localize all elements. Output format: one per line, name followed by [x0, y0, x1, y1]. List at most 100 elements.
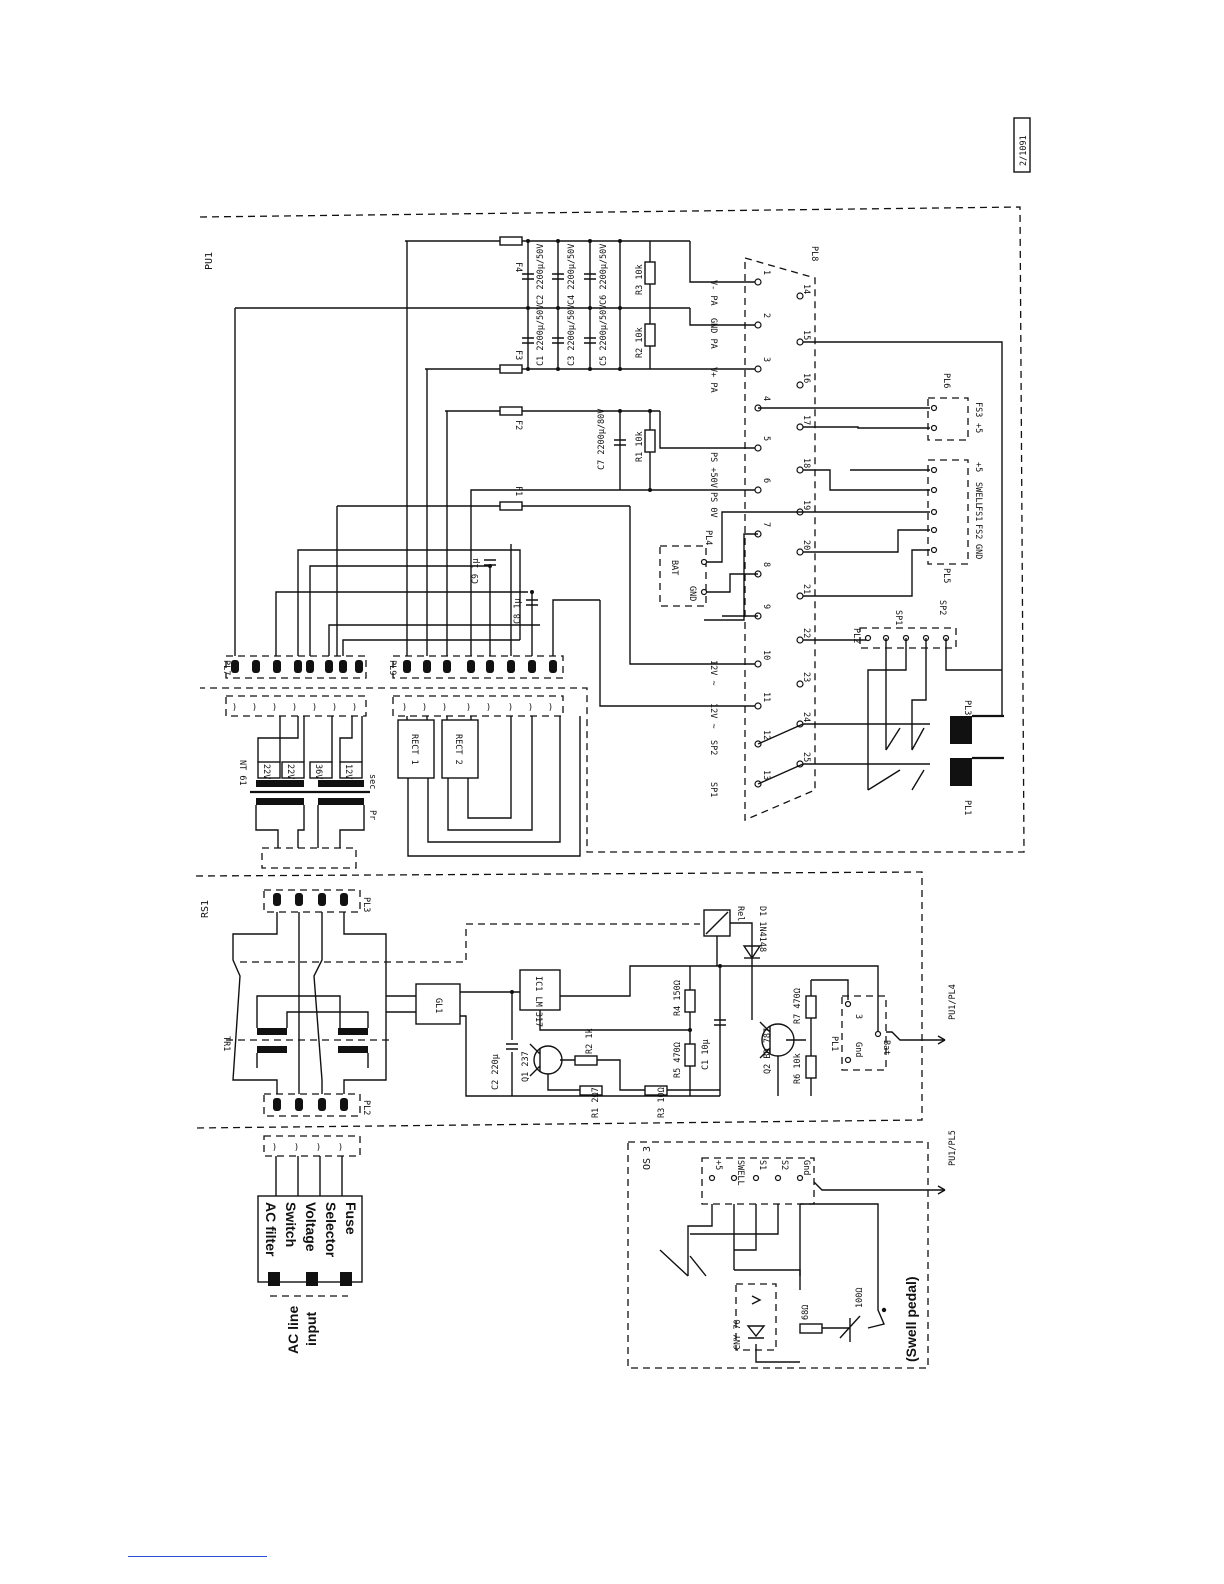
bleeder-resistors: R3 10k R2 10k R1 10k C7 2200µ/80V: [597, 241, 656, 492]
ac-line-input-1: AC line: [285, 1306, 301, 1354]
jack-pl3: [950, 716, 972, 744]
supply-to-pl8-wires: [599, 241, 755, 707]
net-ps-0v: PS 0V: [708, 492, 718, 518]
transformer-nt61: 22V 22V 36V 12V NT 61 Pr sec: [237, 716, 377, 869]
os3-68r-label: 68Ω: [801, 1305, 811, 1320]
pl5-connector: PL5 +5 SWELL FS1 FS2 GND: [927, 459, 983, 583]
ac-block-line-1: AC filter: [263, 1202, 279, 1257]
pl8-pin-1: 1: [761, 270, 771, 275]
pl1-pin-3: 3: [853, 1014, 863, 1019]
relay-section: Rel D1 1N4148: [703, 906, 767, 966]
pl1-pin-gnd: Gnd: [853, 1042, 863, 1057]
reference-label: 2/1091: [1019, 135, 1029, 166]
pl7-label: PL7: [221, 660, 231, 675]
cny70-label: CNY 70: [733, 1319, 743, 1350]
rs1-pl1-connector: PL1 Gnd 3 Bat PU1/PL4: [829, 984, 958, 1071]
reference-box: 2/1091: [1013, 117, 1031, 173]
res-r2-label: R2 10k: [635, 327, 645, 358]
pl5-label: PL5: [941, 568, 951, 583]
q2-label: Q2 BD 787: [763, 1028, 773, 1074]
svg-text:): ): [466, 703, 471, 713]
pl8-pin-12: 12: [761, 730, 771, 740]
pl6-pin-fs3: FS3: [973, 402, 983, 417]
svg-text:): ): [292, 703, 297, 713]
svg-text:): ): [272, 703, 277, 713]
pl4-label: PL4: [703, 530, 713, 545]
os3-label: OS 3: [642, 1146, 653, 1170]
swell-pedal-label: (Swell pedal): [903, 1276, 919, 1362]
pl5-pin-fs2: FS2: [973, 524, 983, 539]
relay-label: Rel: [735, 906, 745, 921]
os3-pin-s2: S2: [779, 1160, 789, 1170]
ac-block-line-3: Voltage: [303, 1202, 319, 1252]
pl9-connector: PL9: [387, 655, 564, 679]
rs1-r1-label: R1 2Ω7: [591, 1087, 601, 1118]
pl8-pin-11: 11: [761, 692, 771, 702]
pl8-pin-15: 15: [801, 330, 811, 340]
pl5-pin-fs1: FS1: [973, 506, 983, 521]
svg-text:): ): [338, 1143, 343, 1153]
net-sp1: SP1: [708, 782, 718, 797]
pl9-label: PL9: [387, 660, 397, 675]
pl8-pin-17: 17: [801, 415, 811, 425]
svg-text:): ): [352, 703, 357, 713]
pl4-pin-bat: BAT: [669, 560, 679, 575]
rect2-label: RECT 2: [453, 734, 463, 765]
q2-section: Q2 BD 787 R7 470Ω R6 10k: [751, 966, 849, 1096]
rs1-r4-label: R4 150Ω: [673, 980, 683, 1016]
pl6-connector: PL6 FS3 +5: [927, 373, 983, 441]
tr-primary-label: Pr: [367, 810, 377, 820]
pl8-pin-20: 20: [801, 540, 811, 550]
ac-line-input-2: input: [303, 1311, 319, 1346]
rs1-pl2-connector: PL2: [263, 1093, 371, 1117]
sp2-label: SP2: [937, 600, 947, 615]
pl8-pin-14: 14: [801, 284, 811, 294]
rs1-pl2-label: PL2: [361, 1100, 371, 1115]
pl7-pl9-wiring: C9 1µ C8 1µ: [234, 241, 600, 656]
winding-22v-a: 22V: [261, 764, 271, 779]
winding-36v: 36V: [313, 764, 323, 779]
divider-section: R4 150Ω R5 470Ω: [673, 966, 696, 1096]
arrow-pu1-pl4-label: PU1/PL4: [948, 984, 958, 1020]
os3-pin-s1: S1: [757, 1160, 767, 1170]
ac-input-section: )) )) AC filter Switch Voltage Selector …: [257, 1135, 363, 1354]
svg-text:): ): [316, 1143, 321, 1153]
svg-text:): ): [486, 703, 491, 713]
net-vminus-pa: V- PA: [708, 280, 718, 306]
pl5-pin-gnd: GND: [973, 544, 983, 559]
svg-text:): ): [272, 1143, 277, 1153]
pu1-outline: PU1: [199, 206, 1025, 853]
pl8-bottom-pins: 14 15 16 17 18 19 20 21 22 23 24 25: [796, 284, 811, 768]
fuse-f2-label: F2: [513, 420, 523, 430]
res-r3-label: R3 10k: [635, 264, 645, 295]
cap-c1-label: C1 2200µ/50V: [536, 305, 546, 366]
pl5-pin-5v: +5: [973, 462, 983, 472]
pl2-label: PL2: [851, 628, 861, 643]
tr-secondary-label: sec: [367, 774, 377, 789]
transformer-label: NT 61: [237, 760, 247, 786]
fuse-f4-label: F4: [513, 262, 523, 272]
regulator-section: GL1 IC1 LM 317 C2 220µ C1 10µ: [386, 964, 879, 1097]
ic1-lm317: [519, 969, 561, 1011]
rs1-outline: RS1: [195, 871, 923, 1129]
rs1-c1-label: C1 10µ: [701, 1039, 711, 1070]
rs1-pl3-label: PL3: [361, 897, 371, 912]
rs1-c2-label: C2 220µ: [491, 1054, 501, 1090]
jack-pl1: [950, 758, 972, 786]
fuse-f1-label: F1: [513, 486, 523, 496]
pl8-pin-9: 9: [761, 604, 771, 609]
fuse-f3: [499, 364, 523, 374]
pl8-top-pins: 1 2 3 4 5 6 7 8 9 10 11 12 13: [754, 270, 771, 788]
cap-c7-label: C7 2200µ/80V: [597, 409, 607, 470]
os3-100r-label: 100Ω: [855, 1288, 865, 1308]
cap-c8-label: C8 1µ: [513, 598, 523, 624]
pl8-pin-23: 23: [801, 672, 811, 682]
rect2: [441, 719, 479, 779]
cap-c3-label: C3 2200µ/50V: [567, 305, 577, 366]
fuse-f4: [499, 236, 523, 246]
pl8-output-wiring: [704, 341, 1003, 785]
tr1-label: TR1: [221, 1036, 231, 1051]
pl7-connector: PL7: [221, 655, 367, 679]
svg-text:): ): [402, 703, 407, 713]
